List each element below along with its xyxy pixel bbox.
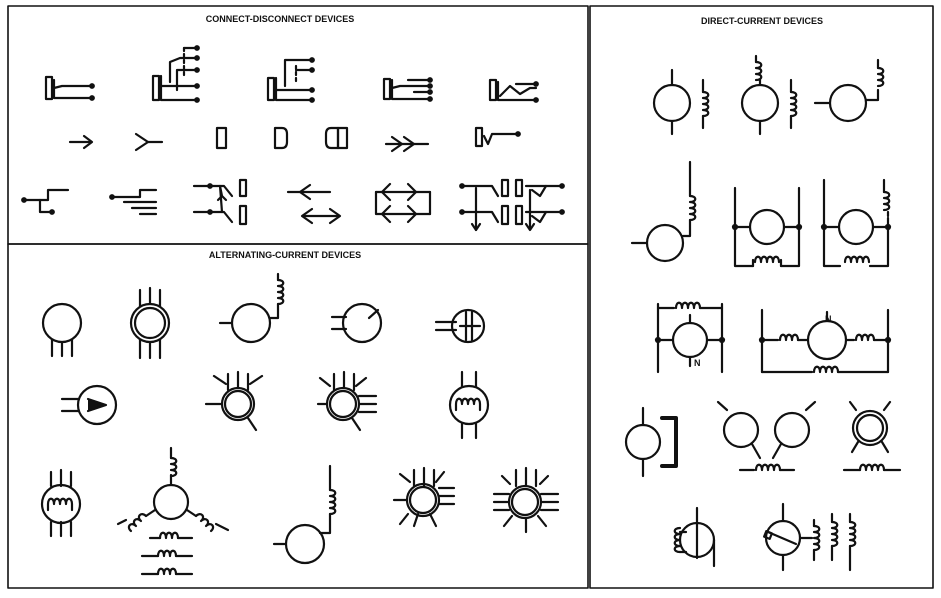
dc-machine-shunt-field-symbol: [652, 68, 710, 136]
jack-two-conductor-symbol: [44, 75, 95, 101]
ac-machine-multi-lead-symbol: [316, 370, 378, 432]
ac-machine-double-ring-symbol: [129, 286, 171, 360]
dc-machine-long-shunt-symbol: [820, 178, 892, 268]
dc-machine-brushes-coil-symbol: [842, 400, 902, 472]
plug-with-contact-symbol: [474, 126, 521, 148]
dc-machine-interpole-symbol: N: [654, 301, 726, 374]
jack-break-contacts-symbol: [382, 77, 433, 102]
connector-male-arrow-symbol: [68, 134, 94, 150]
jack-spring-contact-symbol: [488, 78, 539, 103]
north-pole-marker-2: N: [825, 314, 832, 324]
ac-machine-arrow-symbol: [60, 384, 118, 426]
panel-border-direct-current: [589, 5, 934, 589]
dc-machine-multi-coil-symbol: [762, 502, 857, 572]
connector-double-arrow-symbol: [384, 135, 430, 153]
disconnect-arrows-symbol: [286, 183, 342, 225]
ac-machine-rotor-symbol: [330, 302, 383, 344]
switch-ganged-double-symbol: [459, 178, 565, 232]
dc-machine-with-bracket-symbol: [624, 406, 678, 478]
ac-machine-heater-symbol: [448, 370, 490, 440]
switch-separable-contacts-symbol: [374, 182, 432, 224]
ac-machine-six-lead-symbol: [392, 466, 456, 528]
ac-machine-with-field-symbol: [218, 272, 285, 344]
jack-multi-contact-symbol: [151, 45, 200, 103]
dc-machine-shunt-series-symbol: [731, 186, 803, 268]
ac-machine-series-field-symbol: [272, 464, 337, 565]
ac-machine-slip-ring-symbol: [204, 370, 264, 432]
ac-machine-star-leads-symbol: [492, 466, 560, 534]
ac-machine-basic-symbol: [41, 302, 83, 358]
ac-machine-capacitor-symbol: [434, 308, 486, 344]
connect-disconnect-symbols: [21, 45, 565, 232]
dc-machine-separate-field-symbol: [813, 58, 885, 123]
ac-machine-internal-coil-symbol: [40, 468, 82, 538]
alternating-current-symbols: [40, 272, 560, 576]
direct-current-symbols: N N: [624, 54, 902, 572]
panel-border-alternating-current: [7, 243, 589, 589]
dc-machine-compensating-field-symbol: N: [758, 308, 892, 374]
dc-machine-rotating-armature-symbol: [673, 506, 716, 568]
dc-machine-compound-field-symbol: [740, 54, 798, 136]
dc-machine-series-field-symbol: [630, 160, 697, 263]
connector-female-symbol: [134, 132, 164, 152]
jack-switching-contact-symbol: [266, 57, 315, 103]
receptacle-symbol: [273, 126, 289, 150]
switch-transfer-contact-symbol: [21, 188, 70, 215]
ac-three-phase-machine-symbol: [116, 446, 230, 576]
panel-title-direct-current: DIRECT-CURRENT DEVICES: [701, 16, 823, 26]
switch-multiple-transfer-symbol: [109, 188, 158, 216]
panel-title-alternating-current: ALTERNATING-CURRENT DEVICES: [209, 250, 361, 260]
panel-title-connect-disconnect: CONNECT-DISCONNECT DEVICES: [206, 14, 355, 24]
plug-receptacle-engaged-symbol: [324, 126, 349, 150]
dc-motor-generator-set-symbol: [716, 400, 817, 472]
north-pole-marker: N: [694, 358, 701, 368]
plug-symbol: [215, 126, 228, 150]
switch-ganged-jacks-symbol: [192, 178, 248, 226]
